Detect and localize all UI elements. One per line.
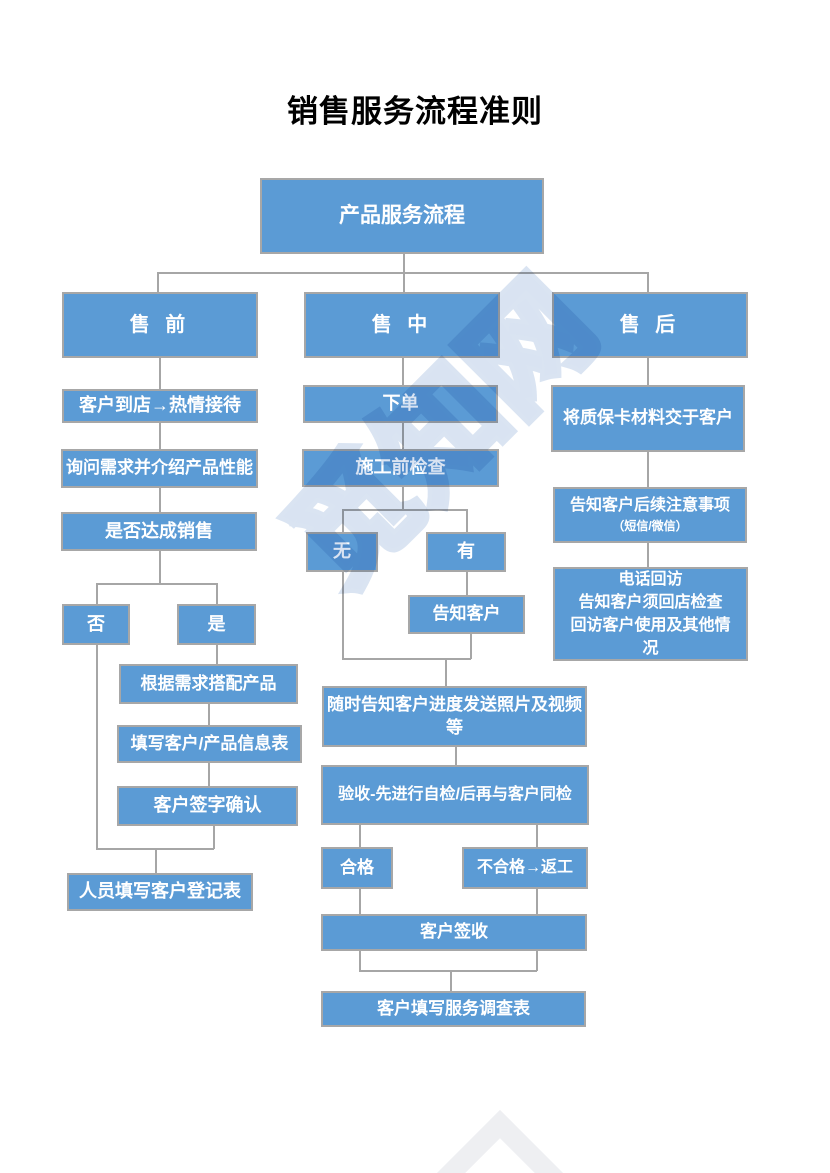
connector-line — [450, 970, 452, 991]
flow-node-precheck: 施工前检查 — [302, 449, 499, 487]
connector-line — [359, 951, 361, 971]
connector-line — [155, 848, 157, 873]
page-title: 销售服务流程准则 — [287, 94, 543, 129]
connector-line — [403, 254, 405, 273]
connector-line — [159, 488, 161, 512]
flow-node-branch-have: 有 — [426, 532, 506, 572]
flow-node-phone-callback: 电话回访 告知客户须回店检查 回访客户使用及其他情况 — [553, 567, 748, 661]
connector-line — [470, 634, 472, 659]
flow-node-branch-pass: 合格 — [321, 847, 393, 889]
connector-line — [96, 583, 98, 604]
connector-line — [466, 509, 468, 532]
flow-node-ask-needs: 询问需求并介绍产品性能 — [61, 449, 258, 488]
flow-node-inform-customer: 告知客户 — [408, 595, 525, 634]
connector-line — [342, 509, 467, 511]
flow-node-warranty-card: 将质保卡材料交于客户 — [551, 385, 745, 452]
connector-line — [402, 423, 404, 449]
connector-line — [157, 272, 648, 274]
flow-node-match-product: 根据需求搭配产品 — [119, 664, 298, 704]
flow-node-place-order: 下单 — [303, 385, 498, 423]
connector-line — [359, 825, 361, 847]
connector-line — [159, 423, 161, 449]
connector-line — [359, 889, 361, 914]
connector-line — [402, 358, 404, 385]
connector-line — [96, 645, 98, 849]
flow-node-progress-updates: 随时告知客户进度发送照片及视频等 — [322, 686, 587, 747]
connector-line — [342, 509, 344, 532]
connector-line — [213, 826, 215, 849]
connector-line — [647, 272, 649, 292]
flow-node-branch-yes: 是 — [177, 604, 256, 645]
flow-node-fill-info-form: 填写客户/产品信息表 — [117, 725, 302, 763]
connector-line — [157, 272, 159, 292]
flow-node-register-form: 人员填写客户登记表 — [67, 873, 253, 911]
connector-line — [536, 889, 538, 914]
followup-notice-line1: 告知客户后续注意事项 — [569, 497, 730, 515]
flow-node-service-survey: 客户填写服务调查表 — [321, 991, 586, 1027]
connector-line — [466, 572, 468, 595]
phone-callback-line3: 回访客户使用及其他情况 — [570, 617, 731, 658]
flow-node-root: 产品服务流程 — [260, 178, 544, 254]
connector-line — [455, 747, 457, 765]
connector-line — [159, 358, 161, 389]
connector-line — [216, 583, 218, 604]
connector-line — [402, 487, 404, 510]
flow-node-midsale-header: 售 中 — [304, 292, 500, 358]
flow-node-customer-receive: 客户签收 — [321, 914, 587, 951]
phone-callback-line2: 告知客户须回店检查 — [578, 593, 723, 611]
connector-line — [647, 543, 649, 567]
connector-line — [536, 825, 538, 847]
connector-line — [647, 452, 649, 487]
phone-callback-title: 电话回访 — [618, 570, 683, 588]
watermark-logo-bottom — [393, 1109, 607, 1173]
followup-notice-line2: （短信/微信） — [612, 519, 688, 534]
connector-line — [647, 358, 649, 385]
flow-node-branch-none: 无 — [306, 532, 378, 572]
connector-line — [216, 645, 218, 664]
connector-line — [208, 704, 210, 725]
flow-node-customer-sign: 客户签字确认 — [117, 786, 298, 826]
connector-line — [445, 658, 447, 686]
connector-line — [403, 272, 405, 292]
connector-line — [159, 551, 161, 583]
flow-node-branch-fail-rework: 不合格→返工 — [462, 847, 588, 889]
connector-line — [342, 572, 344, 659]
connector-line — [96, 583, 217, 585]
flow-node-branch-no: 否 — [62, 604, 130, 645]
flow-node-followup-notice: 告知客户后续注意事项 （短信/微信） — [553, 487, 747, 543]
flow-node-customer-arrive: 客户到店→热情接待 — [62, 389, 258, 423]
connector-line — [342, 658, 471, 660]
connector-line — [536, 951, 538, 971]
connector-line — [208, 763, 210, 786]
flow-node-deal-question: 是否达成销售 — [61, 512, 257, 551]
flow-node-acceptance-check: 验收-先进行自检/后再与客户同检 — [321, 765, 589, 825]
flow-node-aftersale-header: 售 后 — [552, 292, 748, 358]
connector-line — [359, 970, 537, 972]
flow-node-presale-header: 售 前 — [62, 292, 258, 358]
